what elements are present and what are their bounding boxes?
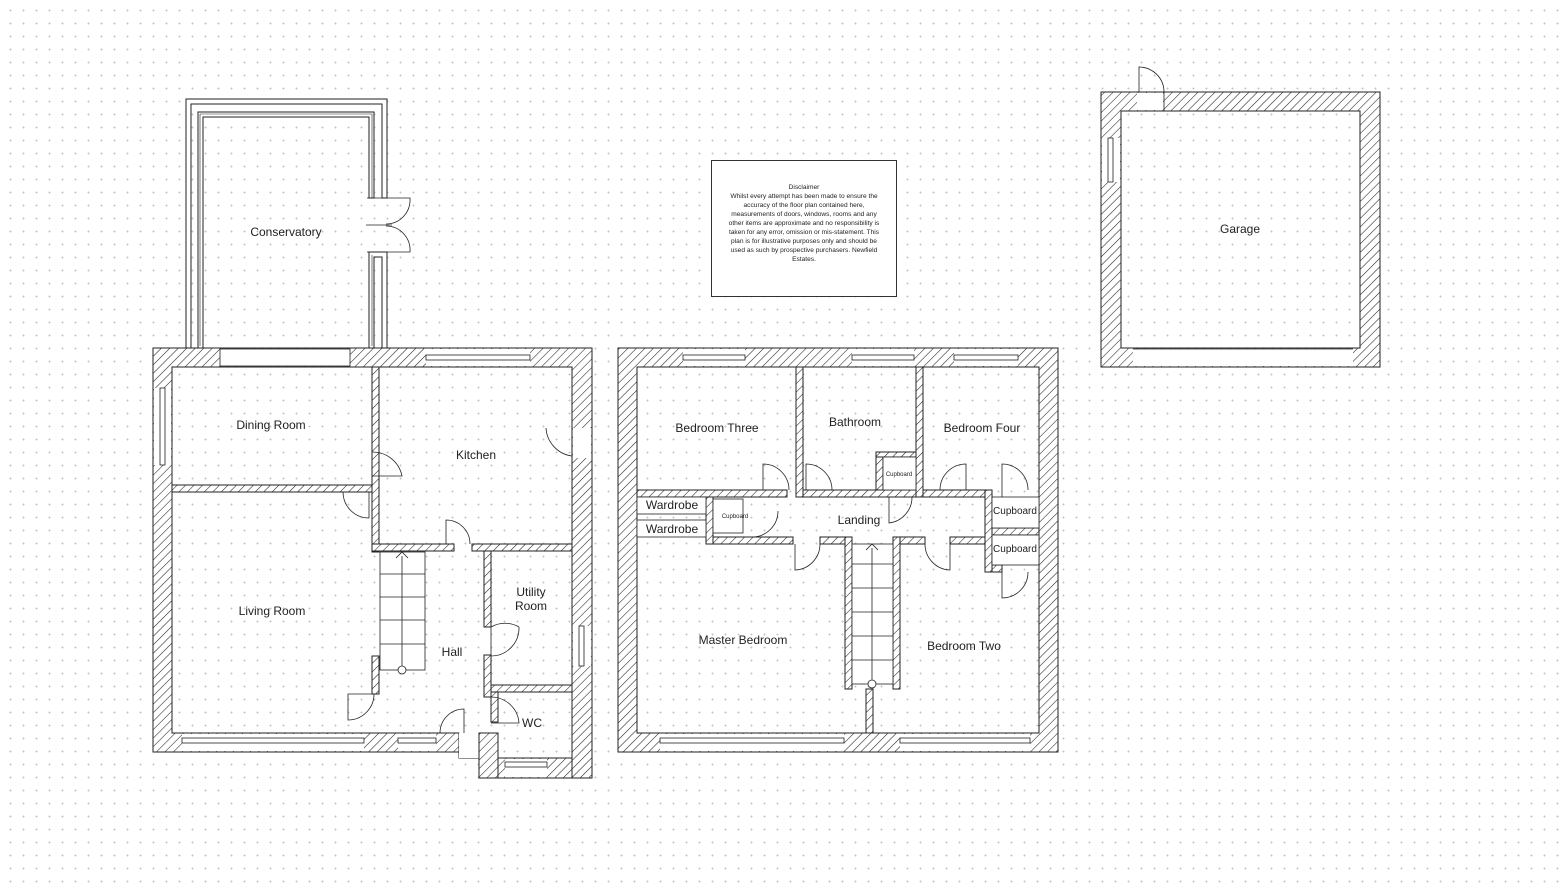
first-floor-plan: Bedroom Three Bathroom Bedroom Four Ward… — [617, 347, 1059, 753]
utility-room-label-line1: Utility — [516, 585, 545, 599]
wardrobe-label-1: Wardrobe — [646, 498, 699, 512]
disclaimer-title: Disclaimer — [788, 184, 820, 191]
dining-room-label: Dining Room — [236, 418, 305, 432]
garage-plan: Garage — [1100, 66, 1381, 368]
conservatory-walls — [185, 98, 388, 349]
ground-floor-plan: Conservatory Dining Room Kitchen Living … — [152, 98, 593, 779]
bedroom-three-label: Bedroom Three — [675, 421, 758, 435]
cupboard-label-1: Cupboard — [993, 506, 1037, 517]
disclaimer-box: Disclaimer Whilst every attempt has been… — [711, 160, 897, 297]
ground-floor-doors — [342, 427, 573, 734]
landing-label: Landing — [838, 513, 881, 527]
ground-floor-stairs — [379, 551, 426, 675]
first-floor-doors — [712, 463, 1029, 599]
cupboard-small-label-2: Cupboard — [886, 472, 912, 478]
bathroom-label: Bathroom — [829, 415, 881, 429]
first-floor-outer-walls — [617, 347, 1059, 753]
first-floor-inner-walls — [636, 366, 1040, 734]
first-floor-stairs — [851, 543, 894, 689]
cupboard-small-label-1: Cupboard — [722, 514, 748, 520]
bedroom-two-label: Bedroom Two — [927, 639, 1001, 653]
bedroom-four-label: Bedroom Four — [944, 421, 1021, 435]
conservatory-label: Conservatory — [250, 225, 321, 239]
conservatory-french-door — [366, 197, 411, 253]
master-bedroom-label: Master Bedroom — [699, 633, 788, 647]
garage-label: Garage — [1220, 222, 1260, 236]
kitchen-label: Kitchen — [456, 448, 496, 462]
first-floor-windows — [659, 354, 1031, 744]
ground-floor-windows — [159, 348, 585, 768]
landing-cupboards — [882, 456, 1040, 566]
disclaimer-body: Whilst every attempt has been made to en… — [728, 193, 880, 263]
living-room-label: Living Room — [239, 604, 306, 618]
utility-room-label-line2: Room — [515, 599, 547, 613]
wardrobe-label-2: Wardrobe — [646, 522, 699, 536]
ground-floor-inner-walls — [171, 366, 573, 779]
wardrobes — [636, 496, 707, 538]
hall-label: Hall — [442, 645, 463, 659]
wc-label: WC — [522, 716, 542, 730]
cupboard-label-2: Cupboard — [993, 544, 1037, 555]
